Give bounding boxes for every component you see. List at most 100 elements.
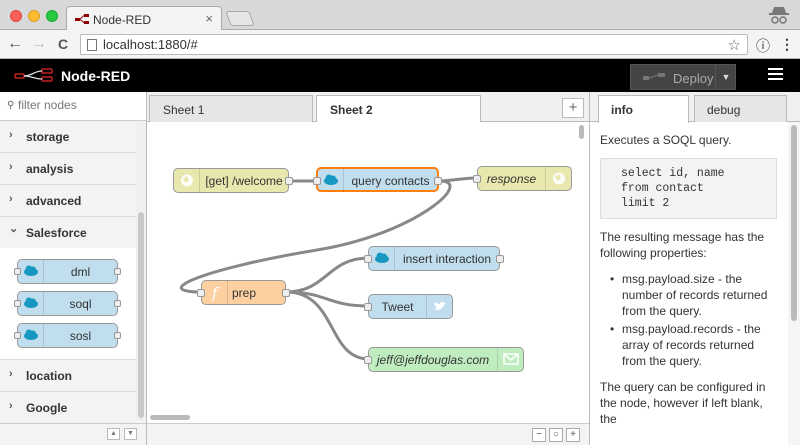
palette-node-soql[interactable]: soql (14, 291, 121, 316)
salesforce-node-list: dml soql sosl (0, 248, 136, 360)
filter-nodes-input[interactable] (18, 98, 138, 112)
output-port[interactable] (285, 177, 293, 185)
result-description: The resulting message has the following … (600, 230, 765, 260)
palette-node-dml[interactable]: dml (14, 259, 121, 284)
reload-button[interactable]: C (57, 36, 69, 52)
add-sheet-button[interactable]: + (562, 98, 584, 118)
info-icon[interactable]: ⓘ (756, 38, 770, 54)
window-zoom-button[interactable] (46, 10, 58, 22)
main-menu-icon[interactable] (768, 68, 783, 81)
palette-category-advanced[interactable]: › advanced (0, 185, 136, 217)
palette-node-sosl[interactable]: sosl (14, 323, 121, 348)
new-tab-button[interactable] (225, 11, 255, 26)
envelope-icon (497, 348, 523, 371)
tab-debug[interactable]: debug (694, 95, 787, 122)
zoom-in-button[interactable]: + (566, 428, 580, 442)
search-icon: ⚲ (7, 100, 15, 111)
incognito-icon (769, 7, 789, 24)
node-label: prep (232, 286, 257, 300)
input-port[interactable] (364, 356, 372, 364)
flow-node-email[interactable]: jeff@jeffdouglas.com (364, 347, 524, 372)
svg-text:f: f (211, 284, 220, 302)
category-label: location (26, 369, 73, 383)
flow-node-query-contacts[interactable]: query contacts (313, 167, 442, 192)
scrollbar-thumb[interactable] (150, 415, 190, 420)
palette-category-analysis[interactable]: › analysis (0, 153, 136, 185)
list-item: msg.payload.size - the number of records… (610, 271, 777, 319)
output-port[interactable] (496, 255, 504, 263)
window-minimize-button[interactable] (28, 10, 40, 22)
category-label: Google (26, 401, 68, 415)
input-port[interactable] (364, 303, 372, 311)
node-red-header: Node-RED Deploy ▼ (0, 59, 800, 92)
tab-sheet-1[interactable]: Sheet 1 (149, 95, 313, 122)
code-example: select id, name from contact limit 2 (600, 158, 777, 219)
forward-button[interactable]: → (31, 35, 47, 52)
wire (285, 290, 370, 361)
address-bar[interactable]: localhost:1880/# ☆ (80, 34, 748, 55)
flow-node-prep-function[interactable]: f prep (197, 280, 290, 305)
node-label: [get] /welcome (205, 174, 283, 188)
palette-category-storage[interactable]: › storage (0, 121, 136, 153)
expand-all-button[interactable]: ▼ (124, 428, 137, 440)
canvas-horizontal-scrollbar[interactable] (147, 412, 577, 423)
flow-node-tweet[interactable]: Tweet (364, 294, 453, 319)
cloud-icon (18, 324, 44, 347)
palette-category-location[interactable]: › location (0, 360, 136, 392)
zoom-reset-button[interactable]: ○ (549, 428, 563, 442)
node-label: response (486, 172, 537, 186)
output-port[interactable] (434, 177, 442, 185)
input-port[interactable] (197, 289, 205, 297)
browser-tab-close-icon[interactable]: × (205, 11, 213, 26)
globe-icon (545, 167, 571, 190)
flow-canvas[interactable]: [get] /welcome query contacts response i… (147, 122, 589, 423)
code-line: from contact (621, 182, 704, 195)
input-port (14, 300, 21, 307)
scrollbar-thumb[interactable] (579, 125, 584, 139)
workspace-footer: − ○ + (147, 423, 589, 445)
chevron-down-icon: ⌄ (9, 223, 19, 235)
scrollbar-thumb[interactable] (791, 125, 797, 321)
flow-node-http-in[interactable]: [get] /welcome (173, 168, 293, 193)
scrollbar-thumb[interactable] (138, 212, 144, 418)
palette-scrollbar[interactable] (136, 121, 146, 421)
cloud-icon (18, 292, 44, 315)
chevron-right-icon: › (9, 400, 13, 412)
canvas-vertical-scrollbar[interactable] (576, 122, 587, 412)
output-port[interactable] (282, 289, 290, 297)
window-close-button[interactable] (10, 10, 22, 22)
chevron-right-icon: › (9, 129, 13, 141)
tab-info[interactable]: info (598, 95, 689, 123)
app-title: Node-RED (61, 68, 131, 84)
node-description: Executes a SOQL query. (600, 133, 732, 147)
bookmark-star-icon[interactable]: ☆ (727, 37, 741, 54)
category-label: analysis (26, 162, 74, 176)
flow-node-http-response[interactable]: response (473, 166, 572, 191)
category-label: advanced (26, 194, 82, 208)
input-port[interactable] (364, 255, 372, 263)
node-label: jeff@jeffdouglas.com (376, 353, 490, 367)
input-port[interactable] (313, 177, 321, 185)
sidebar-scrollbar[interactable] (788, 122, 800, 445)
zoom-out-button[interactable]: − (532, 428, 546, 442)
deploy-menu-caret-icon[interactable]: ▼ (715, 65, 736, 89)
chevron-right-icon: › (9, 193, 13, 205)
collapse-all-button[interactable]: ▲ (107, 428, 120, 440)
palette-footer: ▲ ▼ (0, 423, 146, 445)
cloud-icon (369, 247, 395, 270)
wire (285, 256, 370, 294)
browser-menu-icon[interactable]: ⋮ (780, 36, 794, 52)
wire (179, 179, 452, 294)
output-port (114, 300, 121, 307)
input-port[interactable] (473, 175, 481, 183)
flow-node-insert-interaction[interactable]: insert interaction (364, 246, 504, 271)
deploy-icon (643, 73, 665, 80)
browser-tab-node-red[interactable]: Node-RED × (66, 6, 222, 31)
workspace-tabs: Sheet 1 Sheet 2 (147, 92, 589, 123)
tab-sheet-2[interactable]: Sheet 2 (316, 95, 481, 123)
property-list: msg.payload.size - the number of records… (610, 271, 777, 369)
back-button[interactable]: ← (7, 35, 23, 52)
palette-category-salesforce[interactable]: ⌄ Salesforce (0, 217, 136, 249)
palette-category-google[interactable]: › Google (0, 392, 136, 424)
deploy-button[interactable]: Deploy ▼ (630, 64, 736, 90)
